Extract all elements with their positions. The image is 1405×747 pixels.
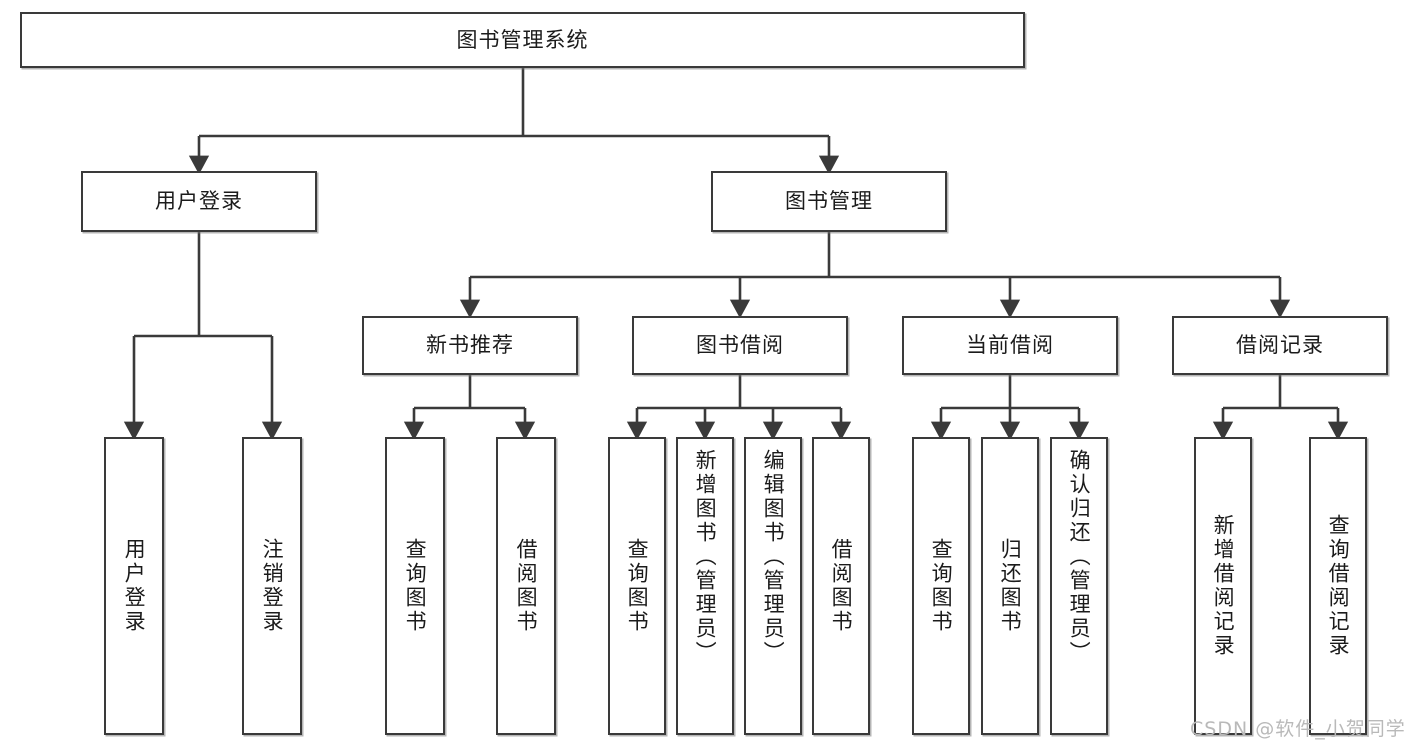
node-root-label: 图书管理系统 <box>456 27 589 52</box>
node-new-book-recommend-label: 新书推荐 <box>426 333 514 358</box>
leaf-edit-book[interactable]: 编辑图书（管理员） <box>744 437 802 735</box>
leaf-borrow-book-1[interactable]: 借阅图书 <box>496 437 556 735</box>
leaf-logout-label: 注销登录 <box>260 538 285 634</box>
node-root[interactable]: 图书管理系统 <box>20 12 1025 68</box>
node-current-borrow[interactable]: 当前借阅 <box>902 316 1118 375</box>
node-book-borrow-label: 图书借阅 <box>696 333 784 358</box>
leaf-logout[interactable]: 注销登录 <box>242 437 302 735</box>
node-new-book-recommend[interactable]: 新书推荐 <box>362 316 578 375</box>
leaf-query-record-label: 查询借阅记录 <box>1326 514 1351 658</box>
leaf-query-record[interactable]: 查询借阅记录 <box>1309 437 1367 735</box>
leaf-add-book[interactable]: 新增图书（管理员） <box>676 437 734 735</box>
node-borrow-record[interactable]: 借阅记录 <box>1172 316 1388 375</box>
leaf-query-book-1[interactable]: 查询图书 <box>385 437 445 735</box>
leaf-return-book-label: 归还图书 <box>998 538 1023 634</box>
leaf-add-record[interactable]: 新增借阅记录 <box>1194 437 1252 735</box>
leaf-confirm-return-label: 确认归还（管理员） <box>1067 449 1092 665</box>
node-current-borrow-label: 当前借阅 <box>966 333 1054 358</box>
leaf-borrow-book-2[interactable]: 借阅图书 <box>812 437 870 735</box>
leaf-borrow-book-1-label: 借阅图书 <box>514 538 539 634</box>
node-user-login[interactable]: 用户登录 <box>81 171 317 232</box>
node-user-login-label: 用户登录 <box>155 189 243 214</box>
node-book-manage[interactable]: 图书管理 <box>711 171 947 232</box>
node-book-borrow[interactable]: 图书借阅 <box>632 316 848 375</box>
leaf-confirm-return[interactable]: 确认归还（管理员） <box>1050 437 1108 735</box>
leaf-query-book-2-label: 查询图书 <box>625 538 650 634</box>
watermark: CSDN @软件_小贺同学 <box>1190 718 1405 740</box>
leaf-user-login[interactable]: 用户登录 <box>104 437 164 735</box>
leaf-query-book-2[interactable]: 查询图书 <box>608 437 666 735</box>
leaf-user-login-label: 用户登录 <box>122 538 147 634</box>
leaf-borrow-book-2-label: 借阅图书 <box>829 538 854 634</box>
leaf-query-book-3[interactable]: 查询图书 <box>912 437 970 735</box>
leaf-edit-book-label: 编辑图书（管理员） <box>761 449 786 665</box>
leaf-query-book-3-label: 查询图书 <box>929 538 954 634</box>
leaf-return-book[interactable]: 归还图书 <box>981 437 1039 735</box>
node-borrow-record-label: 借阅记录 <box>1236 333 1324 358</box>
leaf-add-record-label: 新增借阅记录 <box>1211 514 1236 658</box>
leaf-add-book-label: 新增图书（管理员） <box>693 449 718 665</box>
node-book-manage-label: 图书管理 <box>785 189 873 214</box>
leaf-query-book-1-label: 查询图书 <box>403 538 428 634</box>
